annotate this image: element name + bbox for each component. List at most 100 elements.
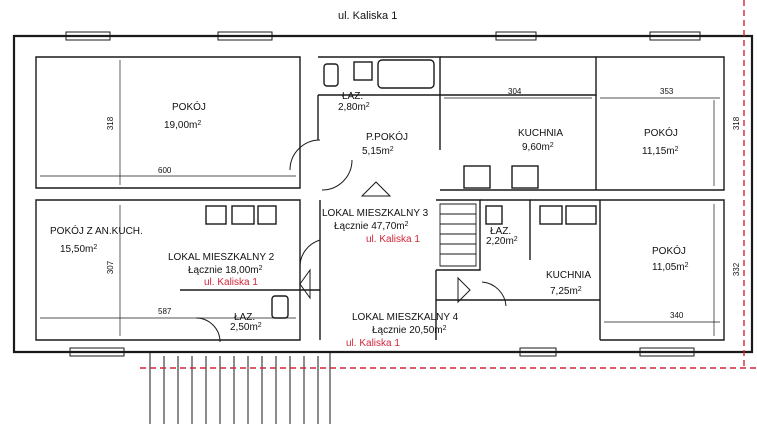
dim-318-left: 318	[106, 116, 116, 131]
dim-318-right: 318	[732, 116, 742, 131]
unit-total-lokal-2: Łącznie 18,00m2	[188, 265, 263, 276]
room-area-laz-mid: 2,20m2	[486, 236, 518, 247]
direction-arrow	[360, 181, 392, 197]
stove	[231, 205, 255, 225]
unit-total-value: Łącznie 20,50m	[372, 325, 443, 336]
unit-total-sup: 2	[404, 221, 409, 228]
room-label-laz-mid: ŁAZ.	[490, 226, 512, 237]
room-label-laz-bottom: ŁAZ.	[234, 312, 256, 323]
room-area-przedpokoj: 5,15m2	[362, 146, 394, 157]
area-sup: 2	[197, 120, 202, 127]
area-sup: 2	[93, 244, 98, 251]
property-line	[140, 0, 757, 369]
area-sup: 2	[389, 146, 394, 153]
sink	[565, 205, 597, 225]
wall	[596, 56, 725, 191]
dim-307: 307	[106, 260, 116, 275]
dim-353: 353	[660, 87, 674, 96]
area-value: 2,80m	[338, 102, 366, 113]
room-area-kuchnia-bottom: 7,25m2	[550, 286, 582, 297]
stair-internal	[439, 203, 477, 267]
stove	[539, 205, 563, 225]
sink	[353, 61, 373, 81]
room-label-pokoj-ne: POKÓJ	[644, 128, 678, 139]
area-value: 5,15m	[362, 146, 390, 157]
room-label-laz-top: ŁAZ.	[342, 91, 364, 102]
wc	[323, 63, 339, 87]
unit-name-lokal-4: LOKAL MIESZKALNY 4	[352, 312, 459, 323]
room-label-pokoj-aneks: POKÓJ Z AN.KUCH.	[50, 226, 143, 237]
unit-total-sup: 2	[442, 325, 447, 332]
area-value: 11,15m	[642, 146, 675, 157]
dim-340: 340	[670, 311, 684, 320]
area-sup: 2	[684, 262, 689, 269]
unit-total-value: Łącznie 18,00m	[188, 265, 259, 276]
area-sup: 2	[513, 236, 518, 243]
sink	[205, 205, 227, 225]
inner-wall	[35, 199, 301, 341]
room-area-pokoj-se: 11,05m2	[652, 262, 689, 273]
room-area-kuchnia-top: 9,60m2	[522, 142, 554, 153]
sink	[485, 205, 503, 225]
area-value: 11,05m	[652, 262, 685, 273]
unit-address-lokal-2: ul. Kaliska 1	[204, 277, 258, 288]
wall	[600, 199, 725, 341]
door-swing	[195, 317, 221, 343]
fridge	[257, 205, 277, 225]
area-sup: 2	[257, 322, 262, 329]
bathtub	[377, 59, 435, 89]
wall	[440, 56, 597, 96]
unit-total-lokal-3: Łącznie 47,70m2	[334, 221, 409, 232]
room-area-laz-bottom: 2,50m2	[230, 322, 262, 333]
area-value: 2,50m	[230, 322, 258, 333]
dim-332: 332	[732, 262, 742, 277]
wc	[271, 295, 289, 319]
inner-wall-outline	[35, 56, 301, 189]
area-sup: 2	[577, 286, 582, 293]
unit-address-lokal-3: ul. Kaliska 1	[366, 234, 420, 245]
room-label-przedpokoj: P.POKÓJ	[366, 132, 409, 143]
stair-external	[149, 351, 331, 424]
unit-total-sup: 2	[258, 265, 263, 272]
unit-total-lokal-4: Łącznie 20,50m2	[372, 325, 447, 336]
room-label-pokoj-se: POKÓJ	[652, 246, 686, 257]
area-value: 15,50m	[60, 244, 94, 255]
room-label-pokoj-nw: POKÓJ	[172, 102, 206, 113]
direction-arrow	[299, 268, 311, 300]
unit-address-lokal-4: ul. Kaliska 1	[346, 338, 400, 349]
dim-304: 304	[508, 87, 522, 96]
area-value: 7,25m	[550, 286, 578, 297]
room-area-pokoj-nw: 19,00m2	[164, 120, 201, 131]
dim-600: 600	[158, 166, 172, 175]
door-swing	[289, 139, 321, 171]
wall	[436, 199, 481, 271]
outer-wall	[12, 34, 754, 354]
unit-total-value: Łącznie 47,70m	[334, 221, 405, 232]
room-area-pokoj-aneks: 15,50m2	[60, 244, 97, 255]
area-sup: 2	[549, 142, 554, 149]
wall	[180, 289, 321, 340]
direction-arrow	[457, 276, 471, 304]
area-value: 2,20m	[486, 236, 514, 247]
dim-587: 587	[158, 307, 172, 316]
dimension-lines	[40, 60, 720, 336]
unit-name-lokal-2: LOKAL MIESZKALNY 2	[168, 252, 275, 263]
street-title: ul. Kaliska 1	[338, 10, 398, 22]
door-swing	[481, 281, 507, 307]
area-sup: 2	[674, 146, 679, 153]
unit-name-lokal-3: LOKAL MIESZKALNY 3	[322, 208, 429, 219]
windows	[65, 31, 701, 357]
area-value: 19,00m	[164, 120, 198, 131]
room-label-kuchnia-bottom: KUCHNIA	[546, 270, 592, 281]
area-value: 9,60m	[522, 142, 550, 153]
stove	[463, 165, 491, 189]
door-swing	[299, 239, 321, 269]
room-area-laz-top: 2,80m2	[338, 102, 370, 113]
wall	[318, 56, 441, 96]
stove	[511, 165, 539, 189]
room-area-pokoj-ne: 11,15m2	[642, 146, 679, 157]
room-label-kuchnia-top: KUCHNIA	[518, 128, 564, 139]
area-sup: 2	[365, 102, 370, 109]
door-swing	[321, 159, 353, 191]
